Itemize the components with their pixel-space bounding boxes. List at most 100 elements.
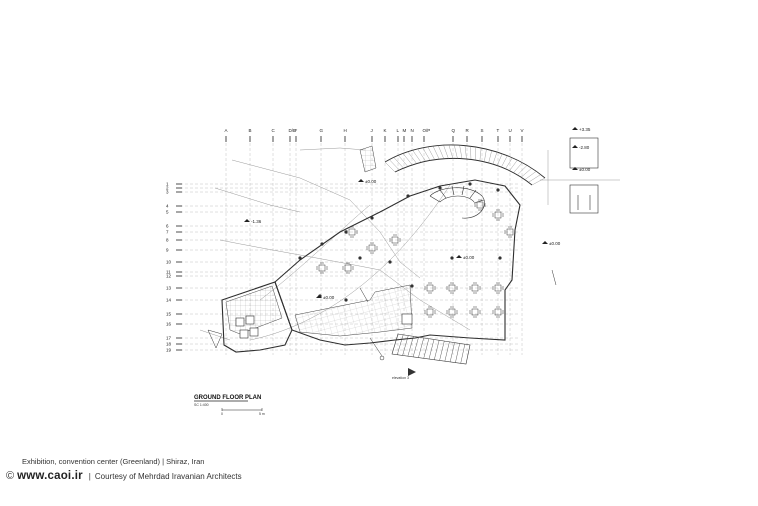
canopy-hatch-line [454, 144, 458, 159]
canopy-hatch-line [528, 174, 541, 183]
canopy-hatch-line [517, 165, 528, 176]
level-text: ±0.00 [579, 167, 591, 172]
column-grid-label: H [344, 128, 347, 133]
section-marks [359, 269, 557, 361]
column [438, 186, 442, 190]
row-grid-label: 4 [166, 204, 169, 209]
canopy-hatch-line [443, 145, 449, 159]
canopy-hatch-line [407, 151, 417, 164]
ramp-step [402, 335, 409, 356]
column [344, 230, 348, 234]
table-with-chairs [504, 226, 516, 238]
column [468, 182, 472, 186]
column-grid-label: F [295, 128, 298, 133]
row-grid-label: 6 [166, 224, 169, 229]
canopy-hatch-line [438, 145, 444, 159]
canopy-hatch-line [417, 148, 426, 162]
canopy-hatch-line [459, 145, 463, 159]
ramp-step [460, 344, 466, 364]
cafe-tables [316, 199, 516, 318]
caption-text: Exhibition, convention center (Greenland… [22, 457, 205, 466]
row-grid-label: 7 [166, 230, 169, 235]
row-grid-label: 5 [166, 210, 169, 215]
canopy-hatch-line [422, 147, 431, 161]
canopy-hatch-line [524, 171, 537, 180]
column-grid-label: D/E [289, 128, 297, 133]
canopy-hatch-line [509, 159, 518, 171]
column-grid-label: N [411, 128, 414, 133]
column-grid-label: O/P [423, 128, 431, 133]
level-text: -1.36 [251, 219, 262, 224]
ramp-step [449, 342, 455, 362]
row-grid-label: 3 [166, 190, 169, 195]
canopy-hatch-line [496, 153, 503, 166]
project-caption: Exhibition, convention center (Greenland… [22, 457, 204, 466]
column-grid-label: U [509, 128, 512, 133]
drawing-title: GROUND FLOOR PLAN [194, 395, 261, 401]
right-annex [569, 137, 599, 214]
column-grid-label: B [249, 128, 252, 133]
level-marker: ±0.00 [358, 179, 377, 184]
column-grid-label: C [272, 128, 276, 133]
canopy-hatch-line [484, 149, 487, 162]
column [370, 216, 374, 220]
drawing-title-block: GROUND FLOOR PLAN SC 1:400 0 5 m [194, 395, 265, 416]
canopy-hatch-line [393, 157, 404, 169]
row-grid-label: 14 [166, 298, 172, 303]
ramp-step [412, 337, 419, 357]
column [344, 298, 348, 302]
level-text: ±0.00 [549, 241, 561, 246]
table-with-chairs [446, 306, 458, 318]
site-lines [199, 147, 620, 341]
copyright-symbol: © [6, 470, 15, 482]
column-grid-label: K [384, 128, 387, 133]
canopy-hatch-line [432, 146, 440, 160]
canopy-hatch-line [398, 155, 409, 167]
canopy-hatch-line [384, 161, 396, 173]
column-grid-label: G [320, 128, 324, 133]
table-with-chairs [446, 282, 458, 294]
row-grid-label: 1 [166, 182, 169, 187]
column-grid-label: T [497, 128, 500, 133]
column-grid-label: R [466, 128, 470, 133]
table-with-chairs [389, 234, 401, 246]
column [298, 256, 302, 260]
table-with-chairs [342, 262, 354, 274]
separator: | [88, 471, 91, 481]
canopy-hatch-line [402, 153, 413, 166]
table-with-chairs [492, 282, 504, 294]
level-text: ±0.00 [323, 295, 335, 300]
canopy-hatch-line [427, 146, 435, 160]
ramp-step [428, 339, 435, 360]
site-link[interactable]: www.caoi.ir [17, 470, 83, 482]
table-with-chairs [424, 306, 436, 318]
row-grid-label: 17 [166, 336, 172, 341]
level-text: ±0.00 [463, 255, 475, 260]
column-grid-label: A [225, 128, 228, 133]
column [498, 256, 502, 260]
canopy-hatch-line [488, 150, 492, 164]
canopy-hatch-line [479, 147, 482, 161]
level-marker: -2.80 [572, 145, 590, 150]
column-grid-label: J [371, 128, 373, 133]
canopy-hatch-line [513, 162, 523, 173]
ramp-step [455, 343, 460, 363]
level-marker: ±0.00 [572, 167, 591, 172]
level-marker: ±0.00 [542, 241, 561, 246]
canopy-hatch-line [501, 155, 508, 168]
table-with-chairs [474, 199, 486, 211]
row-grid-label: 13 [166, 286, 172, 291]
row-grid-label: 18 [166, 342, 172, 347]
ramp-step [444, 341, 450, 362]
left-stair [207, 329, 223, 349]
canopy-hatch-line [505, 157, 513, 170]
canopy-hatch-line [492, 151, 498, 165]
column [358, 256, 362, 260]
column [450, 256, 454, 260]
column [388, 260, 392, 264]
scale-bar-end: 5 m [259, 412, 265, 416]
column-grid-label: L [397, 128, 400, 133]
structural-columns [298, 182, 502, 302]
